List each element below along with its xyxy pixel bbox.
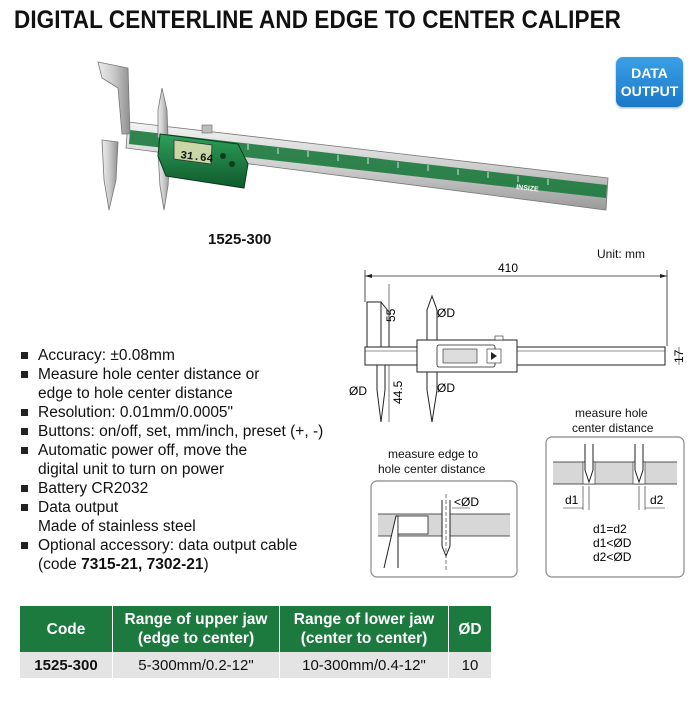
spec-item: digital unit to turn on power <box>38 461 225 478</box>
header-code: Code <box>20 606 113 652</box>
hole-point-left <box>584 444 594 484</box>
edge-d-label: <ØD <box>454 495 479 509</box>
table-row: 1525-300 5-300mm/0.2-12" 10-300mm/0.4-12… <box>20 652 491 678</box>
hole-d2-label: d2 <box>650 493 664 507</box>
drawing-lcd <box>442 348 478 364</box>
sliding-upper-jaw <box>157 87 169 139</box>
edge-fixed-jaw <box>383 515 399 569</box>
brand-label: INSIZE <box>516 184 540 194</box>
spec-accessory-codes: (code 7315-21, 7302-21) <box>38 556 209 573</box>
d-label-lower: ØD <box>437 381 455 395</box>
drawing-fixed-point <box>376 364 386 423</box>
spec-item: Accuracy: ±0.08mm <box>20 346 360 365</box>
cell-code: 1525-300 <box>20 652 113 678</box>
edge-inset-caption-2: hole center distance <box>378 462 486 476</box>
dim-height: 17 <box>672 349 686 363</box>
table-header-row: Code Range of upper jaw(edge to center) … <box>20 606 491 652</box>
drawing-arrow-icon <box>491 352 497 360</box>
badge-line-1: DATA <box>631 65 668 81</box>
hole-rule-1: d1=d2 <box>593 522 627 536</box>
spec-item: Battery CR2032 <box>20 479 360 498</box>
cell-lower-range: 10-300mm/0.4-12" <box>279 652 449 678</box>
dimension-drawing: 55 44.5 17 ØD ØD ØD 410 <box>349 262 686 423</box>
dim-lower-jaw: 44.5 <box>391 380 405 404</box>
dim-upper-jaw: 55 <box>384 308 398 322</box>
hole-inset-caption-2: center distance <box>572 421 654 435</box>
drawing-slide-upper-point <box>426 294 438 348</box>
accessory-code-numbers: 7315-21, 7302-21 <box>81 556 204 573</box>
header-upper-jaw: Range of upper jaw(edge to center) <box>112 606 280 652</box>
cell-upper-range: 5-300mm/0.2-12" <box>112 652 280 678</box>
data-output-badge: DATA OUTPUT <box>616 57 683 107</box>
caliper-illustration: INSIZE 31.64 <box>97 61 609 211</box>
drawing-slide-lower-point <box>426 364 438 423</box>
spec-list: Accuracy: ±0.08mm Measure hole center di… <box>20 346 360 574</box>
dim-overall-length: 410 <box>498 262 518 275</box>
fixed-lower-jaw <box>101 139 119 211</box>
spec-item: Optional accessory: data output cable <box>20 536 360 555</box>
header-lower-jaw: Range of lower jaw(center to center) <box>279 606 449 652</box>
page-title: DIGITAL CENTERLINE AND EDGE TO CENTER CA… <box>14 6 622 34</box>
spec-item: Made of stainless steel <box>38 518 196 535</box>
hole-rule-2: d1<ØD <box>593 536 632 550</box>
spec-item: Data output <box>20 498 360 517</box>
hole-point-right <box>634 444 644 484</box>
cell-diameter: 10 <box>448 652 491 678</box>
unit-label: Unit: mm <box>597 247 645 261</box>
edge-inset-diagram: <ØD <box>370 480 518 578</box>
caliper-scale-ticks <box>247 144 549 185</box>
badge-line-2: OUTPUT <box>620 83 679 99</box>
hole-rule-3: d2<ØD <box>593 550 632 564</box>
hole-d1-label: d1 <box>565 493 579 507</box>
spec-item: Automatic power off, move the <box>20 441 360 460</box>
spec-item: Buttons: on/off, set, mm/inch, preset (+… <box>20 422 360 441</box>
edge-inset-caption-1: measure edge to <box>388 447 479 461</box>
hole-inset-diagram: d1 d2 d1=d2 d1<ØD d2<ØD <box>545 436 685 578</box>
drawing-fixed-jaw <box>366 301 382 348</box>
hole-inset-caption-1: measure hole <box>575 406 648 420</box>
locking-screw <box>201 124 213 134</box>
d-label-fixed: ØD <box>349 384 367 398</box>
spec-table: Code Range of upper jaw(edge to center) … <box>20 606 491 678</box>
spec-item: Resolution: 0.01mm/0.0005" <box>20 403 360 422</box>
lcd-screen <box>173 139 213 165</box>
d-label-upper: ØD <box>437 306 455 320</box>
button-on-off-icon <box>220 153 226 159</box>
lcd-reading: 31.64 <box>180 150 215 166</box>
spec-item: Measure hole center distance or <box>20 365 360 384</box>
header-diameter: ØD <box>448 606 491 652</box>
fixed-upper-jaw <box>97 61 131 135</box>
button-set-icon <box>229 161 235 167</box>
spec-item: edge to hole center distance <box>38 385 233 402</box>
model-number: 1525-300 <box>208 231 272 248</box>
